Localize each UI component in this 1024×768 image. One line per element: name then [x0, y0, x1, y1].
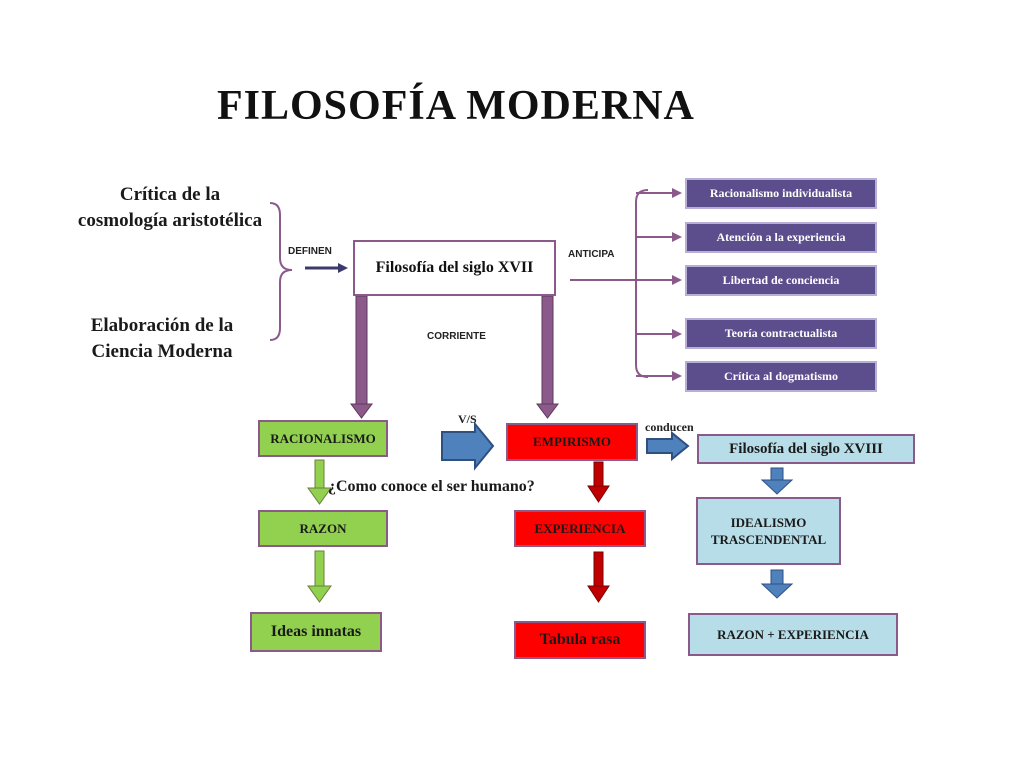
idealismo-box: IDEALISMO TRASCENDENTAL [696, 497, 841, 565]
question-label: ¿Como conoce el ser humano? [328, 478, 535, 495]
blue-arrow-1 [760, 467, 794, 495]
definen-arrow [305, 263, 348, 273]
cause-critica: Crítica de la cosmología aristotélica [40, 182, 300, 234]
cause-elaboracion-line-1: Elaboración de la [90, 315, 234, 336]
idealismo-line-1: IDEALISMO [730, 515, 807, 530]
cause-elaboracion-line-2: Ciencia Moderna [91, 341, 233, 362]
page-title: FILOSOFÍA MODERNA [217, 83, 695, 129]
label-vs: V/S [458, 412, 477, 426]
anticipation-box-4: Teoría contractualista [685, 318, 877, 349]
anticipa-connector [570, 188, 682, 381]
empirismo-box: EMPIRISMO [506, 423, 638, 461]
anticipation-box-5: Crítica al dogmatismo [685, 361, 877, 392]
cause-critica-line-1: Crítica de la [119, 184, 221, 205]
anticipation-box-3: Libertad de conciencia [685, 265, 877, 296]
vs-arrow [441, 421, 495, 471]
experiencia-box: EXPERIENCIA [514, 510, 646, 547]
anticipation-box-2: Atención a la experiencia [685, 222, 877, 253]
blue-arrow-2 [760, 569, 794, 599]
center-box-siglo-xvii: Filosofía del siglo XVII [353, 240, 556, 296]
cause-elaboracion: Elaboración de la Ciencia Moderna [32, 313, 292, 365]
razon-experiencia-box: RAZON + EXPERIENCIA [688, 613, 898, 656]
green-arrow-1 [307, 459, 332, 505]
cause-critica-line-2: cosmología aristotélica [77, 210, 263, 231]
corriente-arrow-right [536, 295, 559, 419]
siglo-xviii-box: Filosofía del siglo XVIII [697, 434, 915, 464]
idealismo-line-2: TRASCENDENTAL [710, 532, 827, 547]
green-arrow-2 [307, 550, 332, 603]
red-arrow-2 [587, 551, 610, 603]
left-brace [269, 202, 293, 341]
razon-box: RAZON [258, 510, 388, 547]
label-anticipa: ANTICIPA [568, 249, 615, 260]
red-arrow-1 [587, 461, 610, 503]
corriente-arrow-left [350, 295, 373, 419]
racionalismo-box: RACIONALISMO [258, 420, 388, 457]
tabula-rasa-box: Tabula rasa [514, 621, 646, 659]
ideas-innatas-box: Ideas innatas [250, 612, 382, 652]
conducen-arrow [646, 430, 690, 462]
anticipation-box-1: Racionalismo individualista [685, 178, 877, 209]
label-definen: DEFINEN [288, 246, 332, 257]
label-conducen: conducen [645, 420, 694, 434]
label-corriente: CORRIENTE [427, 331, 486, 342]
